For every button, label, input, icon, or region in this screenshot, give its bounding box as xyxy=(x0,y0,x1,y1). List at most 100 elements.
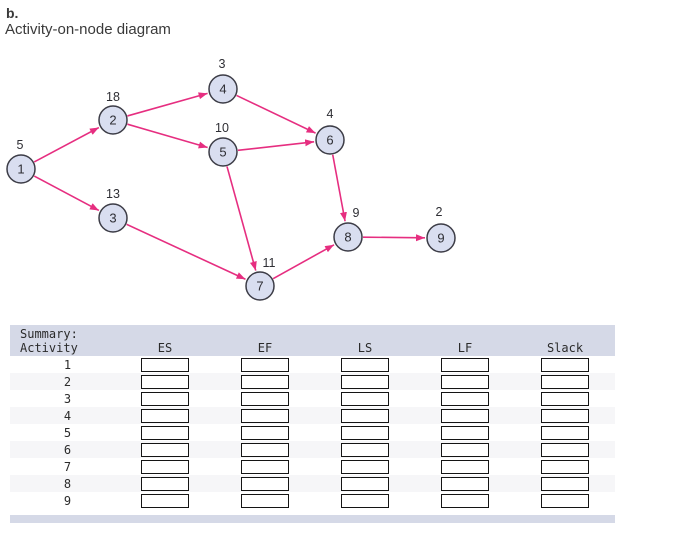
ls-input-activity-4[interactable] xyxy=(341,408,389,423)
node-9-duration-label: 2 xyxy=(436,205,443,219)
lf-input-activity-8[interactable] xyxy=(441,476,489,491)
activity-number: 8 xyxy=(63,476,72,491)
column-header-lf: LF xyxy=(457,341,473,355)
ls-input-activity-5[interactable] xyxy=(341,425,389,440)
activity-number: 4 xyxy=(63,408,72,423)
table-footer-bar xyxy=(10,515,615,523)
edge-6-8 xyxy=(331,154,347,222)
node-1 xyxy=(6,154,36,184)
slack-input-activity-5[interactable] xyxy=(541,425,589,440)
es-input-activity-5[interactable] xyxy=(141,425,189,440)
ls-input-activity-3[interactable] xyxy=(341,391,389,406)
node-6-duration-label: 4 xyxy=(327,107,334,121)
lf-input-activity-3[interactable] xyxy=(441,391,489,406)
summary-label: Summary: xyxy=(20,327,78,341)
es-input-activity-9[interactable] xyxy=(141,493,189,508)
edge-1-2 xyxy=(33,126,100,163)
page-title: Activity-on-node diagram xyxy=(5,21,171,38)
ls-input-activity-7[interactable] xyxy=(341,459,389,474)
ef-input-activity-9[interactable] xyxy=(241,493,289,508)
slack-input-activity-2[interactable] xyxy=(541,374,589,389)
node-8-duration-label: 9 xyxy=(353,206,360,220)
lf-input-activity-9[interactable] xyxy=(441,493,489,508)
edge-2-4 xyxy=(127,92,208,117)
es-input-activity-8[interactable] xyxy=(141,476,189,491)
ls-input-activity-1[interactable] xyxy=(341,357,389,372)
node-3-duration-label: 13 xyxy=(106,187,120,201)
ef-input-activity-8[interactable] xyxy=(241,476,289,491)
lf-input-activity-5[interactable] xyxy=(441,425,489,440)
ef-input-activity-1[interactable] xyxy=(241,357,289,372)
ef-input-activity-5[interactable] xyxy=(241,425,289,440)
table-row-activity-7: 7 xyxy=(10,458,615,475)
lf-input-activity-4[interactable] xyxy=(441,408,489,423)
edge-8-9 xyxy=(362,234,426,242)
slack-input-activity-3[interactable] xyxy=(541,391,589,406)
node-7-number: 7 xyxy=(256,279,263,294)
node-4-duration-label: 3 xyxy=(219,57,226,71)
slack-input-activity-4[interactable] xyxy=(541,408,589,423)
node-9 xyxy=(426,223,456,253)
ls-input-activity-2[interactable] xyxy=(341,374,389,389)
part-label: b. xyxy=(6,5,19,21)
edge-7-8 xyxy=(272,244,335,280)
es-input-activity-3[interactable] xyxy=(141,391,189,406)
edge-5-6 xyxy=(237,139,315,152)
node-2 xyxy=(98,105,128,135)
slack-input-activity-7[interactable] xyxy=(541,459,589,474)
table-row-activity-3: 3 xyxy=(10,390,615,407)
ef-input-activity-2[interactable] xyxy=(241,374,289,389)
lf-input-activity-1[interactable] xyxy=(441,357,489,372)
slack-input-activity-1[interactable] xyxy=(541,357,589,372)
activity-number: 1 xyxy=(63,357,72,372)
ef-input-activity-4[interactable] xyxy=(241,408,289,423)
node-5 xyxy=(208,137,238,167)
table-row-activity-1: 1 xyxy=(10,356,615,373)
node-2-number: 2 xyxy=(109,113,116,128)
table-row-activity-8: 8 xyxy=(10,475,615,492)
activity-number: 7 xyxy=(63,459,72,474)
edge-5-7 xyxy=(226,166,257,271)
column-header-slack: Slack xyxy=(546,341,584,355)
table-row-activity-4: 4 xyxy=(10,407,615,424)
es-input-activity-6[interactable] xyxy=(141,442,189,457)
node-8-number: 8 xyxy=(344,230,351,245)
activity-number: 9 xyxy=(63,493,72,508)
es-input-activity-7[interactable] xyxy=(141,459,189,474)
table-row-activity-9: 9 xyxy=(10,492,615,509)
ls-input-activity-8[interactable] xyxy=(341,476,389,491)
slack-input-activity-6[interactable] xyxy=(541,442,589,457)
node-7 xyxy=(245,271,275,301)
ls-input-activity-9[interactable] xyxy=(341,493,389,508)
slack-input-activity-8[interactable] xyxy=(541,476,589,491)
lf-input-activity-2[interactable] xyxy=(441,374,489,389)
slack-input-activity-9[interactable] xyxy=(541,493,589,508)
es-input-activity-2[interactable] xyxy=(141,374,189,389)
column-header-es: ES xyxy=(157,341,173,355)
ef-input-activity-3[interactable] xyxy=(241,391,289,406)
node-1-duration-label: 5 xyxy=(17,138,24,152)
edge-4-6 xyxy=(236,94,316,134)
ls-input-activity-6[interactable] xyxy=(341,442,389,457)
es-input-activity-1[interactable] xyxy=(141,357,189,372)
lf-input-activity-7[interactable] xyxy=(441,459,489,474)
column-header-ls: LS xyxy=(357,341,373,355)
edge-2-5 xyxy=(127,123,208,149)
ef-input-activity-7[interactable] xyxy=(241,459,289,474)
es-input-activity-4[interactable] xyxy=(141,408,189,423)
node-6-number: 6 xyxy=(326,133,333,148)
node-2-duration-label: 18 xyxy=(106,90,120,104)
activity-number: 3 xyxy=(63,391,72,406)
table-row-activity-2: 2 xyxy=(10,373,615,390)
lf-input-activity-6[interactable] xyxy=(441,442,489,457)
node-6 xyxy=(315,125,345,155)
activity-number: 6 xyxy=(63,442,72,457)
edge-3-7 xyxy=(126,223,246,281)
node-5-duration-label: 10 xyxy=(215,121,229,135)
ef-input-activity-6[interactable] xyxy=(241,442,289,457)
node-5-number: 5 xyxy=(219,145,226,160)
